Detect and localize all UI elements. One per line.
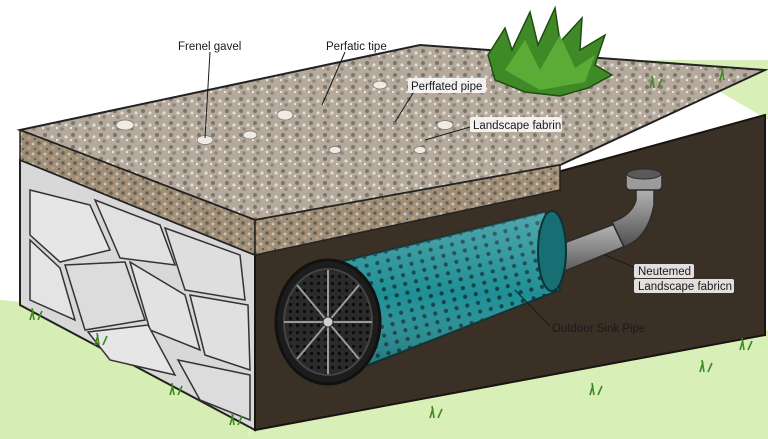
label-outdoor-sink-pipe: Outdoor Sink Pipe (552, 323, 645, 335)
pipe-end-mesh (274, 258, 382, 386)
label-neutemed: Neutemed (638, 266, 691, 278)
grass-tufts (29, 67, 753, 426)
label-gravel: Frenel gavel (178, 41, 241, 53)
label-landscape-fabrin: Landscape fabrin (473, 120, 561, 132)
surface-pebbles (115, 80, 454, 154)
stone-layer (19, 158, 256, 432)
label-perfatic-tipe: Perfatic tipe (326, 41, 387, 53)
gravel-side-band (254, 164, 561, 256)
leader-lines (204, 51, 637, 327)
label-perffated-pipe: Perffated pipe (411, 81, 482, 93)
diagram-labels: Frenel gavel Perfatic tipe Perffated pip… (178, 41, 734, 335)
shrub (487, 5, 614, 97)
label-landscape-fabricn: Landscape fabricn (638, 281, 732, 293)
